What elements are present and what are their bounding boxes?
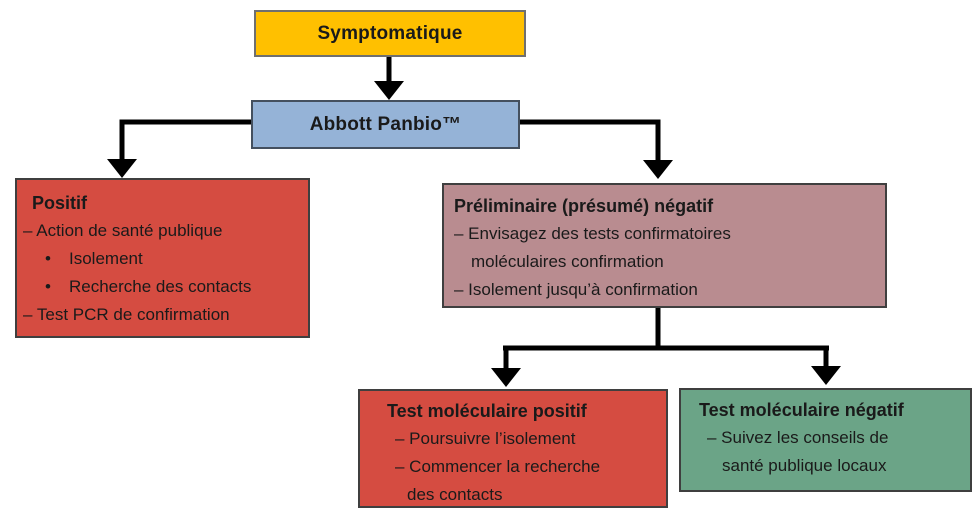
node-positive-line: – Action de santé publique [23,221,223,240]
node-molecular-negative: Test moléculaire négatif – Suivez les co… [679,388,972,492]
node-presumed-negative-line: – Isolement jusqu’à confirmation [454,280,698,299]
arrow-down-icon [491,368,521,387]
node-symptomatic-label: Symptomatique [317,22,463,44]
node-molecular-negative-line: – Suivez les conseils de [707,428,889,447]
arrow-down-icon [107,159,137,178]
arrow-down-icon [374,81,404,100]
node-symptomatic: Symptomatique [254,10,526,57]
node-presumed-negative: Préliminaire (présumé) négatif – Envisag… [442,183,887,308]
node-positive-heading: Positif [32,193,88,213]
node-positive-line: – Test PCR de confirmation [23,305,230,324]
node-abbott-panbio-label: Abbott Panbio™ [309,113,462,135]
node-positive: Positif – Action de santé publique • Isol… [15,178,310,338]
node-molecular-positive-line: des contacts [407,485,503,504]
node-molecular-negative-heading: Test moléculaire négatif [699,400,904,420]
node-positive-bullet: • Isolement [17,245,308,273]
connector-panbio-to-positive [107,119,253,178]
connector-presumed-to-results [491,306,841,387]
node-molecular-positive: Test moléculaire positif – Poursuivre l’… [358,389,668,508]
node-molecular-positive-line: – Poursuivre l’isolement [395,429,576,448]
node-positive-bullet: • Recherche des contacts [17,273,308,301]
node-presumed-negative-heading: Préliminaire (présumé) négatif [454,196,714,216]
node-molecular-positive-line: – Commencer la recherche [395,457,601,476]
connector-symptomatic-to-panbio [374,57,404,100]
connector-panbio-to-presumed-negative [518,119,673,179]
node-presumed-negative-line: – Envisagez des tests confirmatoires [454,224,731,243]
node-positive-bullet-text: Isolement [69,249,143,268]
node-presumed-negative-line: moléculaires confirmation [471,252,664,271]
node-molecular-positive-heading: Test moléculaire positif [387,401,587,421]
arrow-down-icon [643,160,673,179]
node-positive-bullet-text: Recherche des contacts [69,277,252,296]
arrow-down-icon [811,366,841,385]
bullet-icon: • [45,249,51,268]
bullet-icon: • [45,277,51,296]
node-molecular-negative-line: santé publique locaux [722,456,887,475]
node-abbott-panbio: Abbott Panbio™ [251,100,520,149]
